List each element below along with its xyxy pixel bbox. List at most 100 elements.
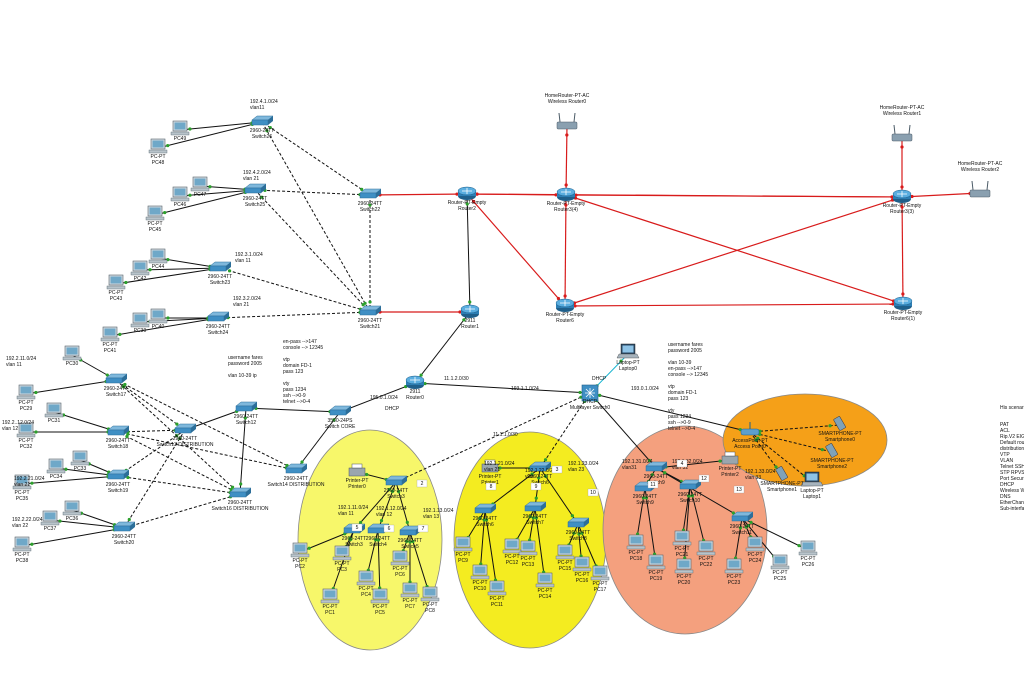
wireless-wr1[interactable] <box>891 124 913 142</box>
pc-pc30[interactable] <box>62 345 82 361</box>
pc-pc44[interactable] <box>148 248 168 264</box>
pc-pc7[interactable] <box>400 582 420 598</box>
phone-sm0[interactable] <box>833 416 846 431</box>
pc-pc12[interactable] <box>502 538 522 554</box>
port-indicator <box>365 472 369 477</box>
switch-swA[interactable] <box>385 475 408 486</box>
pc-pc18[interactable] <box>626 534 646 550</box>
switch-sw7[interactable] <box>524 501 547 512</box>
pc-pc32[interactable] <box>16 422 36 438</box>
switch-sw10[interactable] <box>679 479 702 490</box>
pc-pc3[interactable] <box>332 545 352 561</box>
ap-ap[interactable] <box>740 422 760 436</box>
pc-pc48[interactable] <box>148 138 168 154</box>
pc-pc41[interactable] <box>100 326 120 342</box>
pc-pc1[interactable] <box>320 588 340 604</box>
pc-pc49[interactable] <box>170 120 190 136</box>
pc-pc36[interactable] <box>62 500 82 516</box>
pc-pc20[interactable] <box>674 558 694 574</box>
switch-sw13[interactable] <box>174 423 197 434</box>
pc-pc42[interactable] <box>130 260 150 276</box>
switch-sw20[interactable] <box>113 521 136 532</box>
switch-swB[interactable] <box>529 461 552 472</box>
pc-pc13[interactable] <box>518 540 538 556</box>
switch-sw11[interactable] <box>731 511 754 522</box>
pc-pc34[interactable] <box>46 458 66 474</box>
router-r6[interactable] <box>555 298 575 312</box>
switch-sw17[interactable] <box>105 373 128 384</box>
router-r3[interactable] <box>892 189 912 203</box>
link-sw16-sw20 <box>123 493 241 529</box>
pc-pc9[interactable] <box>453 536 473 552</box>
switch-sw16[interactable] <box>229 487 252 498</box>
port-indicator <box>900 185 904 189</box>
link-sw23-pc43 <box>115 267 221 285</box>
pc-pc19[interactable] <box>646 554 666 570</box>
pc-pc15[interactable] <box>555 544 575 560</box>
pc-pc38[interactable] <box>12 536 32 552</box>
node-label: PC8 <box>425 608 435 614</box>
pc-pc14[interactable] <box>535 572 555 588</box>
laptop-lap0[interactable] <box>616 343 640 359</box>
pc-pc47[interactable] <box>190 176 210 192</box>
pc-pc16[interactable] <box>572 556 592 572</box>
pc-pc43[interactable] <box>106 274 126 290</box>
switch-sw19[interactable] <box>107 469 130 480</box>
pc-pc45[interactable] <box>145 205 165 221</box>
pc-pc11[interactable] <box>487 580 507 596</box>
pc-pc25[interactable] <box>770 554 790 570</box>
pc-pc22[interactable] <box>696 540 716 556</box>
switch-sw26[interactable] <box>251 115 274 126</box>
switch-sw8[interactable] <box>567 517 590 528</box>
switch-sw23[interactable] <box>209 261 232 272</box>
switch-sw21[interactable] <box>359 305 382 316</box>
pc-pc6[interactable] <box>390 550 410 566</box>
pc-pc33[interactable] <box>70 450 90 466</box>
router-r2[interactable] <box>457 186 477 200</box>
port-indicator <box>390 489 395 493</box>
pc-pc29[interactable] <box>16 384 36 400</box>
router-r61[interactable] <box>893 296 913 310</box>
switch-core[interactable] <box>329 405 352 416</box>
pc-pc37[interactable] <box>40 510 60 526</box>
wireless-wr2[interactable] <box>969 180 991 198</box>
switch-sw25[interactable] <box>244 183 267 194</box>
pc-pc39[interactable] <box>130 312 150 328</box>
switch-sw12[interactable] <box>235 401 258 412</box>
pc-pc31[interactable] <box>44 402 64 418</box>
switch-sw22[interactable] <box>359 188 382 199</box>
pc-pc4[interactable] <box>356 570 376 586</box>
printer-pr2[interactable] <box>721 451 739 465</box>
phone-sm2[interactable] <box>825 443 838 458</box>
pc-pc8[interactable] <box>420 586 440 602</box>
laptop-lap1[interactable] <box>800 471 824 487</box>
switch-sw18[interactable] <box>107 425 130 436</box>
pc-pc10[interactable] <box>470 564 490 580</box>
router-r4[interactable] <box>556 187 576 201</box>
port-indicator <box>578 390 582 395</box>
pc-pc46[interactable] <box>170 186 190 202</box>
router-r1[interactable] <box>460 304 480 318</box>
pc-pc5[interactable] <box>370 588 390 604</box>
printer-pr1[interactable] <box>481 459 499 473</box>
mlswitch-msw[interactable] <box>581 384 599 402</box>
pc-pc21[interactable] <box>672 530 692 546</box>
switch-sw24[interactable] <box>207 311 230 322</box>
pc-pc26[interactable] <box>798 540 818 556</box>
pc-pc40[interactable] <box>148 308 168 324</box>
wireless-wr0[interactable] <box>556 112 578 130</box>
pc-pc17[interactable] <box>590 565 610 581</box>
pc-pc35[interactable] <box>12 474 32 490</box>
switch-sw6[interactable] <box>474 503 497 514</box>
switch-sw14[interactable] <box>285 463 308 474</box>
switch-swC[interactable] <box>645 461 668 472</box>
router-r0[interactable] <box>405 375 425 389</box>
pc-pc23[interactable] <box>724 558 744 574</box>
printer-pr0[interactable] <box>348 463 366 477</box>
node-label: 2960-24TT <box>206 324 230 330</box>
pc-pc24[interactable] <box>745 536 765 552</box>
pc-pc2[interactable] <box>290 542 310 558</box>
link-wr0-r4 <box>565 124 568 196</box>
phone-sm1[interactable] <box>775 466 788 481</box>
link-sw6-pc11 <box>484 509 498 591</box>
